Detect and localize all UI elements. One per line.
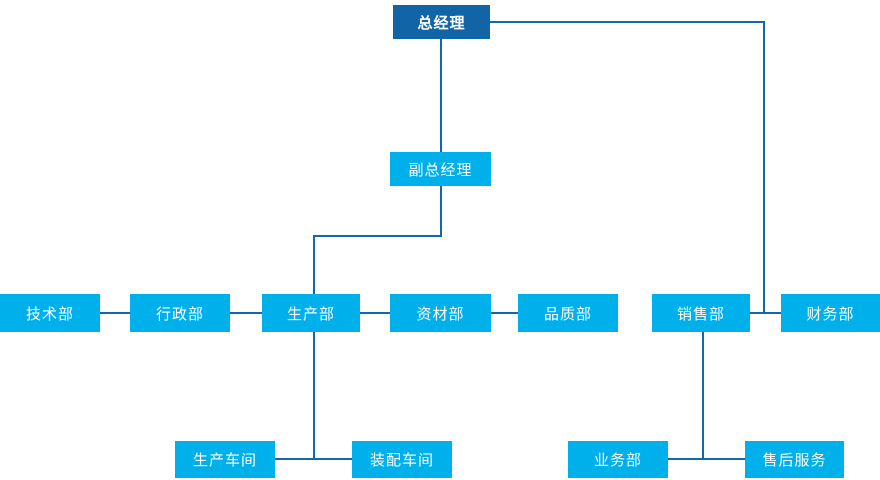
edge-sales-finance-line bbox=[750, 312, 781, 314]
edge-admin-production-line bbox=[230, 312, 262, 314]
node-assembly-workshop[interactable]: 装配车间 bbox=[352, 441, 452, 478]
node-admin-dept[interactable]: 行政部 bbox=[130, 294, 230, 332]
node-business-dept[interactable]: 业务部 bbox=[568, 441, 668, 478]
node-quality-dept[interactable]: 品质部 bbox=[518, 294, 618, 332]
node-production-dept[interactable]: 生产部 bbox=[262, 294, 360, 332]
node-materials-dept[interactable]: 资材部 bbox=[390, 294, 491, 332]
edge-production-materials-line bbox=[360, 312, 390, 314]
edge-gm-deputy-line bbox=[440, 39, 442, 152]
node-sales-dept[interactable]: 销售部 bbox=[652, 294, 750, 332]
node-general-manager[interactable]: 总经理 bbox=[393, 5, 490, 39]
node-finance-dept[interactable]: 财务部 bbox=[781, 294, 880, 332]
edge-deputy-production-line bbox=[313, 235, 315, 294]
edge-materials-quality-line bbox=[491, 312, 518, 314]
edge-gm-right-top-line bbox=[490, 21, 765, 23]
edge-production-workshops-line bbox=[313, 332, 315, 459]
edge-gm-sales-finance-line bbox=[763, 21, 765, 314]
node-aftersales-service[interactable]: 售后服务 bbox=[745, 441, 844, 478]
edge-sales-down-line bbox=[702, 332, 704, 459]
edge-deputy-down-line bbox=[440, 186, 442, 236]
edge-deputy-elbow-line bbox=[313, 235, 442, 237]
node-production-workshop[interactable]: 生产车间 bbox=[175, 441, 275, 478]
edge-business-aftersales-line bbox=[668, 458, 745, 460]
edge-tech-admin-line bbox=[100, 312, 130, 314]
edge-workshop-assembly-line bbox=[275, 458, 352, 460]
node-deputy-general-manager[interactable]: 副总经理 bbox=[390, 152, 491, 186]
node-tech-dept[interactable]: 技术部 bbox=[0, 294, 100, 332]
